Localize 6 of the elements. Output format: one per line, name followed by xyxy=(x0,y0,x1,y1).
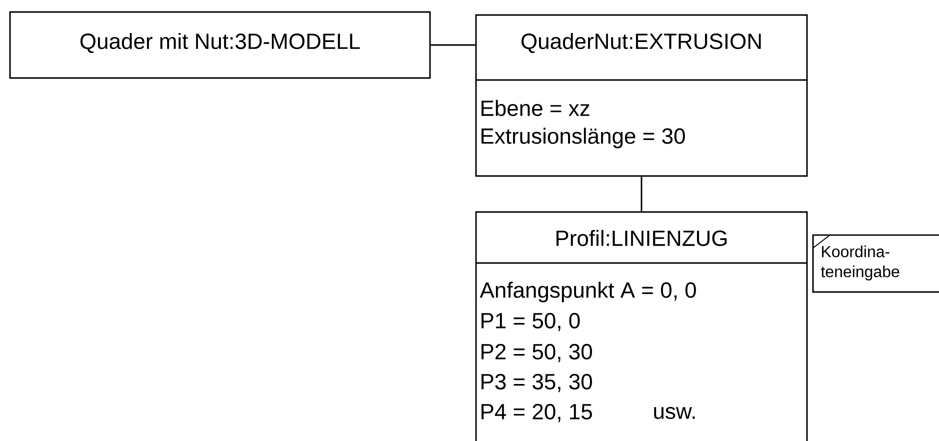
object-box: Quader mit Nut:3D-MODELL xyxy=(9,11,431,79)
class-box: Profil:LINIENZUG Anfangspunkt A = 0, 0 P1 = 50, 0 P2 = 50, 30 P3 = 35, 30 P4 = 20, 15 usw. xyxy=(475,211,808,441)
connector-line xyxy=(430,44,476,46)
connector-line xyxy=(640,176,642,212)
class-box: QuaderNut:EXTRUSION Ebene = xz Extrusionslänge = 30 xyxy=(475,14,808,177)
note-box: Koordina- teneingabe xyxy=(812,234,939,293)
